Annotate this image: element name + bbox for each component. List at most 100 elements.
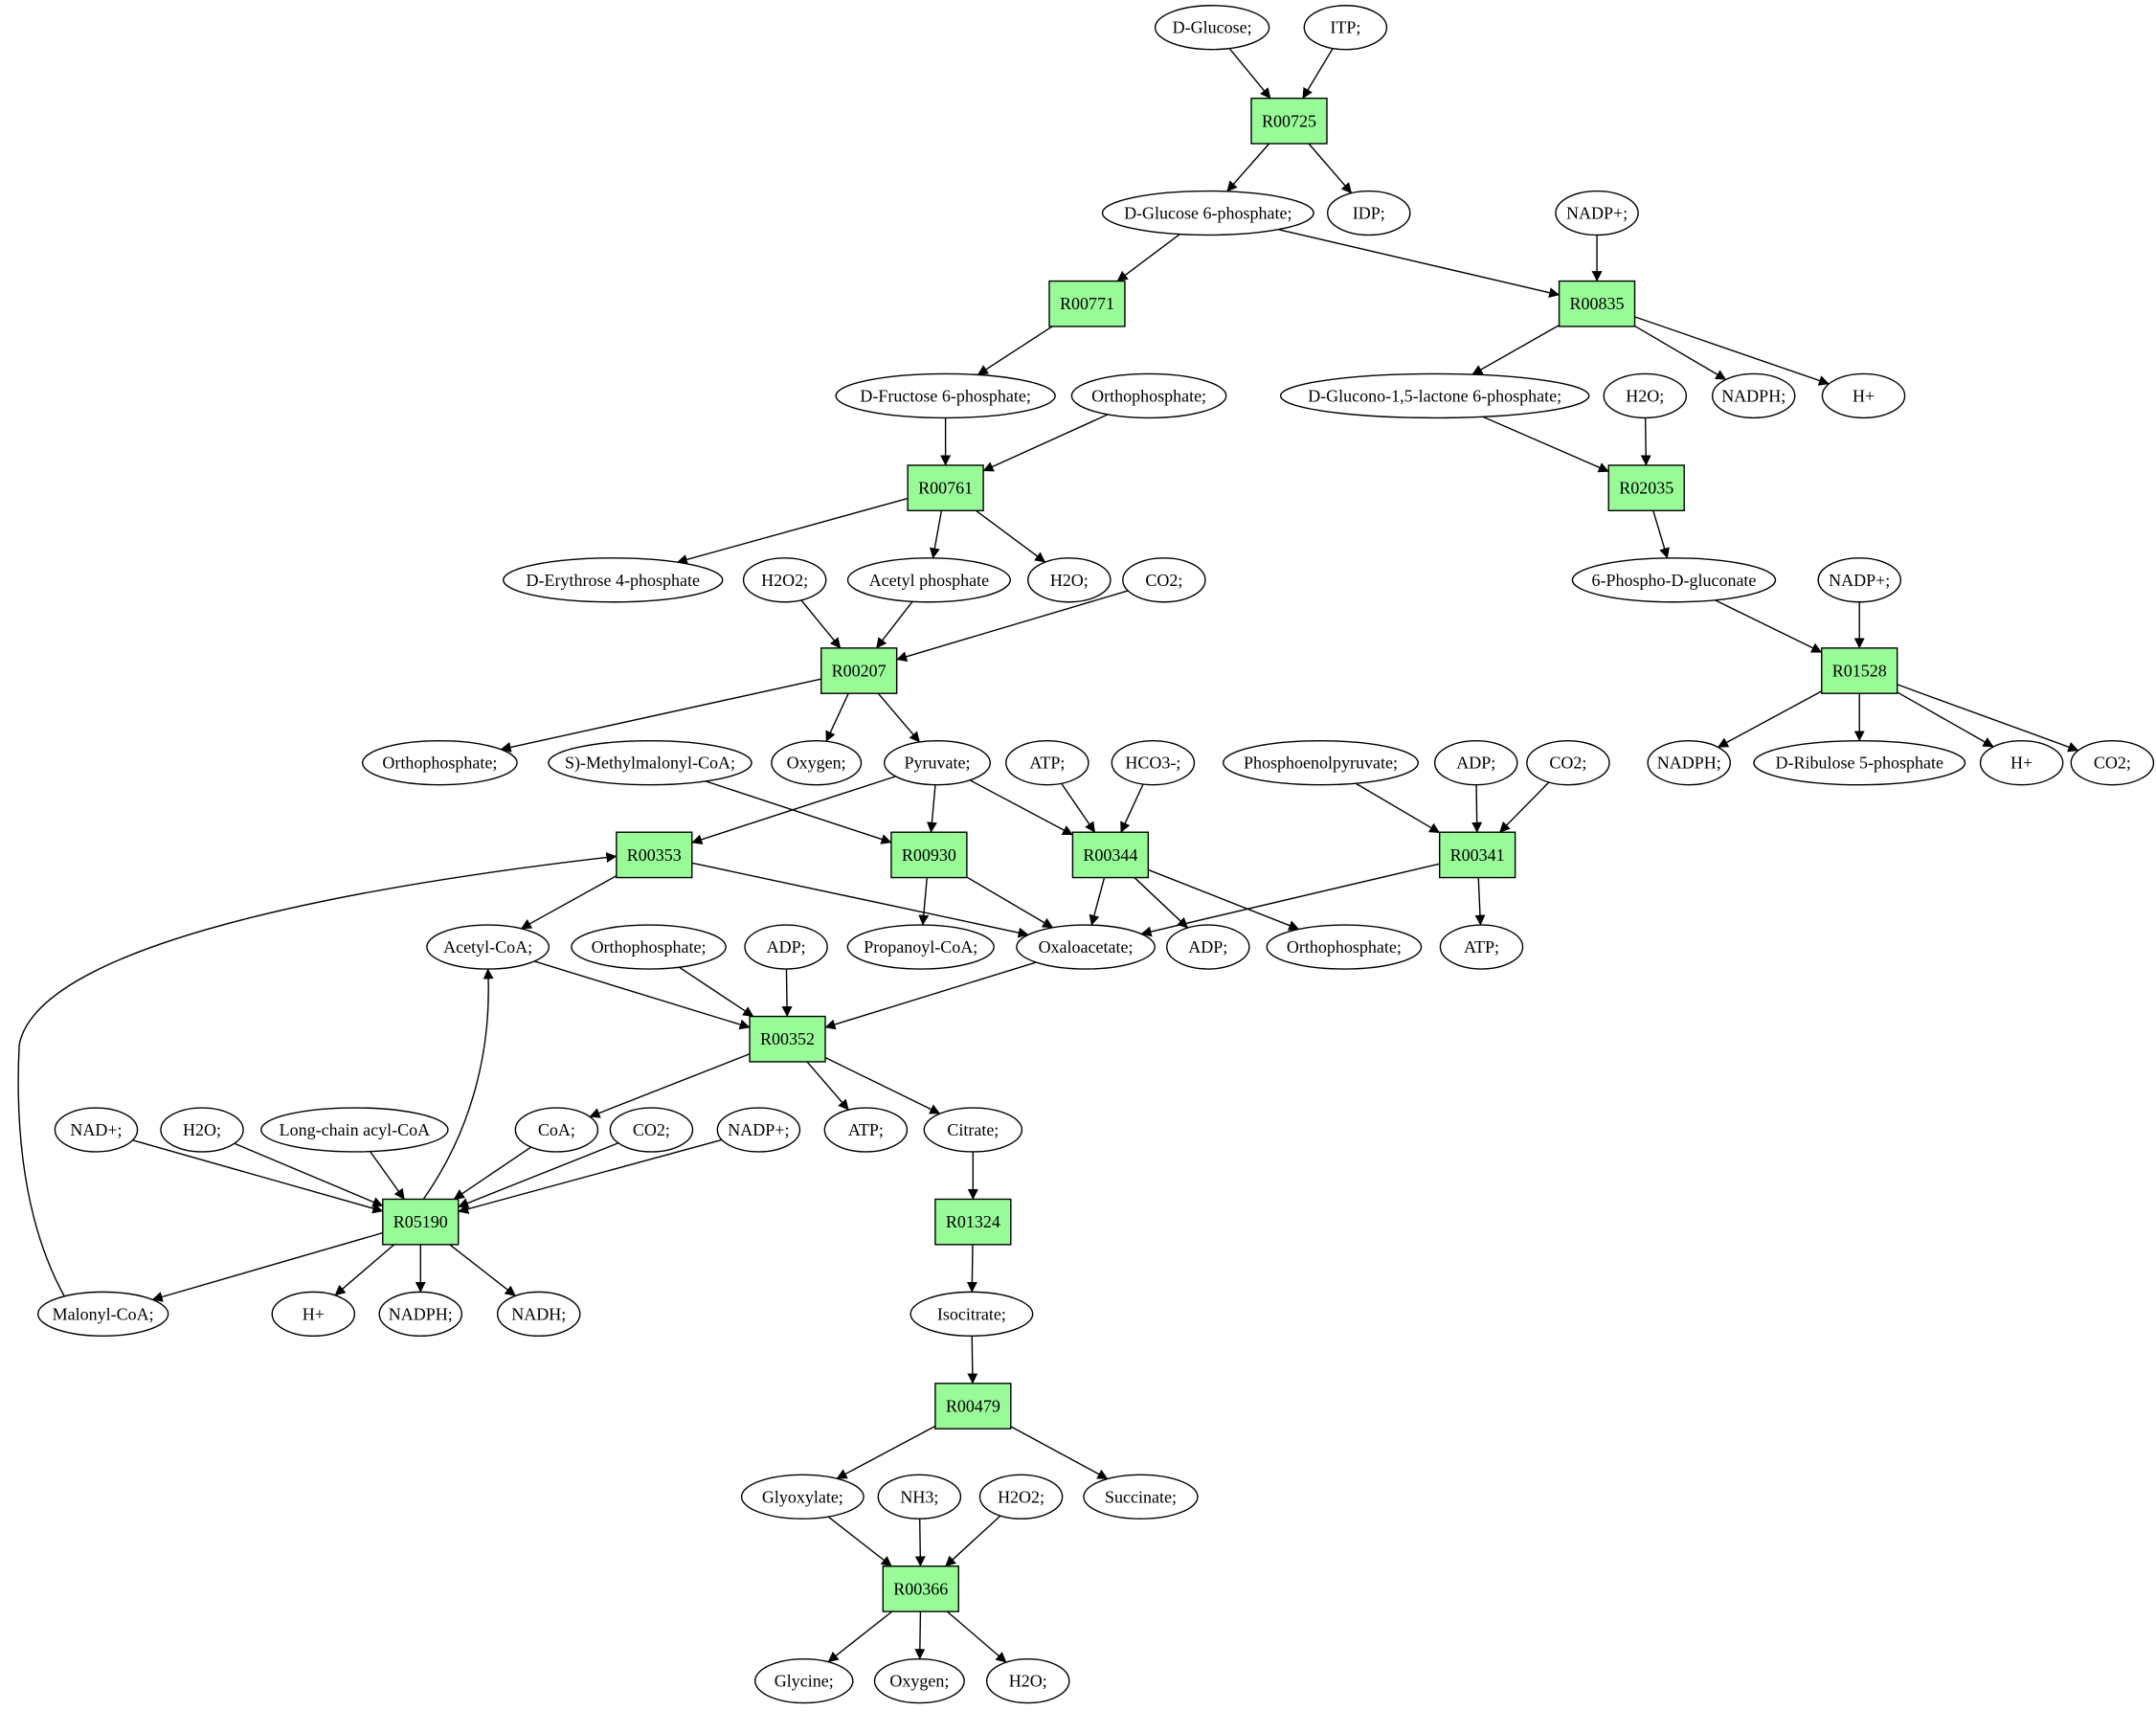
compound-node[interactable]: CO2; (1122, 557, 1206, 603)
compound-node[interactable]: NADPH; (1647, 740, 1731, 786)
edge-adp2-to-r0352 (781, 969, 793, 1018)
compound-ellipse (36, 1291, 169, 1338)
reaction-node[interactable]: R00352 (749, 1015, 826, 1063)
compound-label: H+ (303, 1304, 325, 1323)
reaction-node[interactable]: R05190 (382, 1198, 460, 1246)
compound-node[interactable]: Isocitrate; (910, 1291, 1034, 1338)
compound-label: Orthophosphate; (1287, 937, 1402, 957)
compound-node[interactable]: S)-Methylmalonyl-CoA; (548, 740, 752, 786)
compound-node[interactable]: Phosphoenolpyruvate; (1222, 740, 1420, 786)
compound-node[interactable]: NADP+; (716, 1107, 801, 1153)
reaction-node[interactable]: R00771 (1048, 280, 1126, 327)
compound-node[interactable]: 6-Phospho-D-gluconate (1571, 557, 1777, 603)
compound-node[interactable]: Glycine; (754, 1657, 854, 1704)
compound-node[interactable]: Glyoxylate; (740, 1474, 865, 1520)
reaction-node[interactable]: R00341 (1438, 831, 1516, 879)
reaction-node[interactable]: R00761 (907, 464, 984, 511)
compound-node[interactable]: ATP; (1005, 740, 1089, 786)
compound-node[interactable]: H2O; (1603, 372, 1688, 419)
compound-node[interactable]: CO2; (609, 1107, 694, 1153)
compound-node[interactable]: NADPH; (378, 1291, 463, 1338)
compound-node[interactable]: Orthophosphate; (571, 924, 727, 970)
compound-node[interactable]: Propanoyl-CoA; (846, 924, 995, 970)
compound-node[interactable]: ADP; (1433, 740, 1518, 786)
compound-ellipse (54, 1107, 139, 1153)
compound-label: NAD+; (70, 1120, 122, 1139)
compound-node[interactable]: Orthophosphate; (1070, 372, 1227, 419)
edge-nh3-to-r0366 (914, 1519, 926, 1567)
compound-ellipse (1303, 5, 1388, 51)
reaction-label: R00353 (627, 845, 682, 865)
compound-node[interactable]: H2O; (985, 1657, 1070, 1704)
edge-r0479-to-succ (1010, 1426, 1109, 1480)
compound-node[interactable]: NADPH; (1711, 372, 1796, 419)
compound-node[interactable]: Malonyl-CoA; (36, 1291, 169, 1338)
compound-node[interactable]: ADP; (744, 924, 828, 970)
compound-node[interactable]: ATP; (1439, 924, 1524, 970)
edge-glc-to-r0725 (1228, 48, 1271, 100)
reaction-node[interactable]: R00725 (1250, 97, 1328, 145)
compound-node[interactable]: NADP+; (1817, 557, 1901, 603)
compound-node[interactable]: HCO3-; (1111, 740, 1196, 786)
reaction-node[interactable]: R00353 (616, 831, 693, 879)
compound-node[interactable]: CoA; (514, 1107, 599, 1153)
compound-node[interactable]: Citrate; (923, 1107, 1023, 1153)
reaction-node[interactable]: R00479 (934, 1383, 1012, 1430)
compound-node[interactable]: Succinate; (1083, 1474, 1199, 1520)
reaction-node[interactable]: R00344 (1071, 831, 1150, 879)
compound-node[interactable]: Orthophosphate; (1266, 924, 1423, 970)
compound-node[interactable]: H2O; (1027, 557, 1112, 603)
compound-ellipse (503, 557, 724, 603)
compound-node[interactable]: IDP; (1326, 190, 1411, 236)
reaction-node[interactable]: R01324 (934, 1198, 1012, 1246)
compound-node[interactable]: D-Glucose; (1154, 5, 1270, 51)
reaction-node[interactable]: R00835 (1558, 280, 1636, 327)
compound-node[interactable]: Pyruvate; (884, 740, 992, 786)
compound-node[interactable]: ATP; (823, 1107, 909, 1153)
compound-node[interactable]: NADH; (496, 1291, 581, 1338)
compound-node[interactable]: ITP; (1303, 5, 1388, 51)
compound-node[interactable]: Long-chain acyl-CoA (260, 1107, 449, 1153)
compound-node[interactable]: Acetyl-CoA; (426, 924, 550, 970)
compound-ellipse (496, 1291, 581, 1338)
compound-node[interactable]: H2O2; (742, 557, 827, 603)
edge-r2035-to-pg6 (1652, 510, 1670, 559)
compound-node[interactable]: Orthophosphate; (361, 740, 518, 786)
compound-node[interactable]: D-Ribulose 5-phosphate (1753, 740, 1966, 786)
compound-node[interactable]: H+ (271, 1291, 356, 1338)
reaction-node[interactable]: R02035 (1607, 464, 1685, 511)
compound-node[interactable]: D-Glucono-1,5-lactone 6-phosphate; (1279, 372, 1590, 419)
compound-node[interactable]: NAD+; (54, 1107, 139, 1153)
compound-label: D-Glucose 6-phosphate; (1124, 204, 1291, 223)
compound-node[interactable]: Oxaloacetate; (1016, 924, 1156, 970)
reaction-box (749, 1015, 826, 1063)
edge-r0366-to-h2o4 (946, 1610, 1007, 1663)
compound-ellipse (985, 1657, 1070, 1704)
reaction-label: R01528 (1832, 662, 1887, 681)
compound-label: Phosphoenolpyruvate; (1244, 754, 1398, 773)
compound-node[interactable]: H2O; (160, 1107, 244, 1153)
compound-node[interactable]: H2O2; (978, 1474, 1064, 1520)
compound-node[interactable]: H+ (1979, 740, 2064, 786)
compound-node[interactable]: Oxygen; (873, 1657, 965, 1704)
compound-node[interactable]: Acetyl phosphate (846, 557, 1012, 603)
compound-node[interactable]: D-Erythrose 4-phosphate (503, 557, 724, 603)
reaction-node[interactable]: R00930 (890, 831, 968, 879)
compound-label: Orthophosphate; (592, 937, 707, 957)
reaction-node[interactable]: R00366 (882, 1565, 959, 1612)
compound-node[interactable]: Oxygen; (771, 740, 863, 786)
compound-node[interactable]: ADP; (1166, 924, 1250, 970)
reaction-node[interactable]: R01528 (1821, 647, 1898, 694)
compound-node[interactable]: D-Fructose 6-phosphate; (835, 372, 1056, 419)
reaction-node[interactable]: R00207 (820, 647, 898, 694)
edge-co2b-to-r0341 (1498, 781, 1550, 833)
compound-node[interactable]: CO2; (2070, 740, 2155, 786)
compound-label: IDP; (1353, 204, 1385, 223)
compound-node[interactable]: H+ (1821, 372, 1906, 419)
compound-node[interactable]: NADP+; (1555, 190, 1639, 236)
compound-node[interactable]: CO2; (1526, 740, 1610, 786)
edge-g6p-to-r0835 (1278, 228, 1561, 299)
compound-node[interactable]: D-Glucose 6-phosphate; (1101, 190, 1314, 236)
compound-label: Acetyl-CoA; (443, 937, 532, 957)
compound-node[interactable]: NH3; (877, 1474, 962, 1520)
